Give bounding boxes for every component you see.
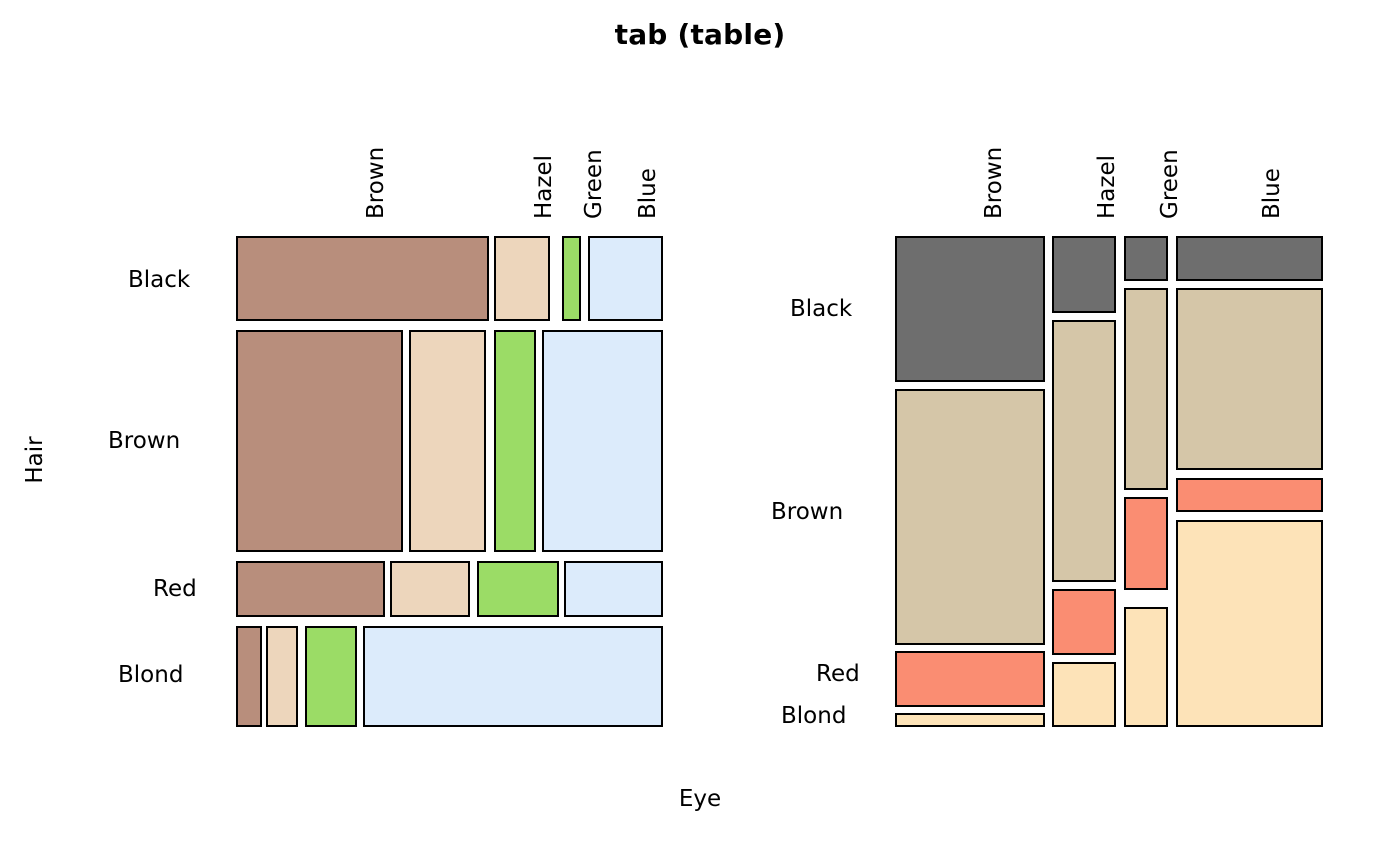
mosaic-tile-blond-brown — [236, 626, 262, 727]
row-tick-brown: Brown — [108, 428, 181, 454]
col-tick-green: Green — [581, 149, 607, 219]
mosaic-tile-brown-brown — [236, 330, 403, 552]
mosaic-tile-black-hazel — [1052, 236, 1116, 313]
col-tick-hazel: Hazel — [1094, 154, 1120, 219]
page-title: tab (table) — [614, 18, 786, 51]
mosaic-tile-black-green — [562, 236, 581, 321]
mosaic-tile-brown-blue — [1176, 288, 1323, 470]
mosaic-tile-red-blue — [1176, 478, 1323, 512]
mosaic-tile-black-brown — [895, 236, 1045, 382]
mosaic-tile-black-blue — [588, 236, 663, 321]
mosaic-tile-blond-blue — [363, 626, 663, 727]
col-tick-hazel: Hazel — [531, 154, 557, 219]
mosaic-tile-red-hazel — [1052, 589, 1116, 655]
x-axis-label: Eye — [678, 786, 722, 812]
row-tick-blond: Blond — [781, 703, 847, 729]
mosaic-tile-red-brown — [895, 651, 1045, 707]
mosaic-tile-blond-hazel — [1052, 662, 1116, 727]
row-tick-blond: Blond — [118, 662, 184, 688]
mosaic-tile-blond-brown — [895, 713, 1045, 727]
mosaic-tile-brown-brown — [895, 389, 1045, 645]
mosaic-tile-brown-hazel — [1052, 320, 1116, 582]
col-tick-green: Green — [1157, 149, 1183, 219]
row-tick-brown: Brown — [771, 499, 844, 525]
mosaic-tile-black-green — [1124, 236, 1168, 281]
mosaic-tile-brown-blue — [542, 330, 663, 552]
mosaic-tile-blond-green — [1124, 607, 1168, 727]
mosaic-tile-black-brown — [236, 236, 489, 321]
col-tick-brown: Brown — [981, 146, 1007, 219]
col-tick-blue: Blue — [635, 168, 661, 219]
row-tick-red: Red — [816, 661, 860, 687]
mosaic-tile-blond-blue — [1176, 520, 1323, 727]
mosaic-tile-red-hazel — [390, 561, 470, 617]
mosaic-tile-black-blue — [1176, 236, 1323, 281]
mosaic-tile-black-hazel — [494, 236, 550, 321]
mosaic-tile-blond-hazel — [266, 626, 298, 727]
mosaic-tile-red-brown — [236, 561, 385, 617]
col-tick-blue: Blue — [1259, 168, 1285, 219]
col-tick-brown: Brown — [363, 146, 389, 219]
mosaic-tile-brown-hazel — [409, 330, 486, 552]
row-tick-red: Red — [153, 576, 197, 602]
mosaic-tile-blond-green — [305, 626, 357, 727]
mosaic-tile-brown-green — [494, 330, 536, 552]
row-tick-black: Black — [790, 296, 853, 322]
row-tick-black: Black — [128, 267, 191, 293]
mosaic-tile-red-blue — [564, 561, 663, 617]
mosaic-tile-red-green — [477, 561, 559, 617]
mosaic-tile-brown-green — [1124, 288, 1168, 490]
y-axis-label: Hair — [22, 436, 48, 484]
mosaic-tile-red-green — [1124, 497, 1168, 590]
